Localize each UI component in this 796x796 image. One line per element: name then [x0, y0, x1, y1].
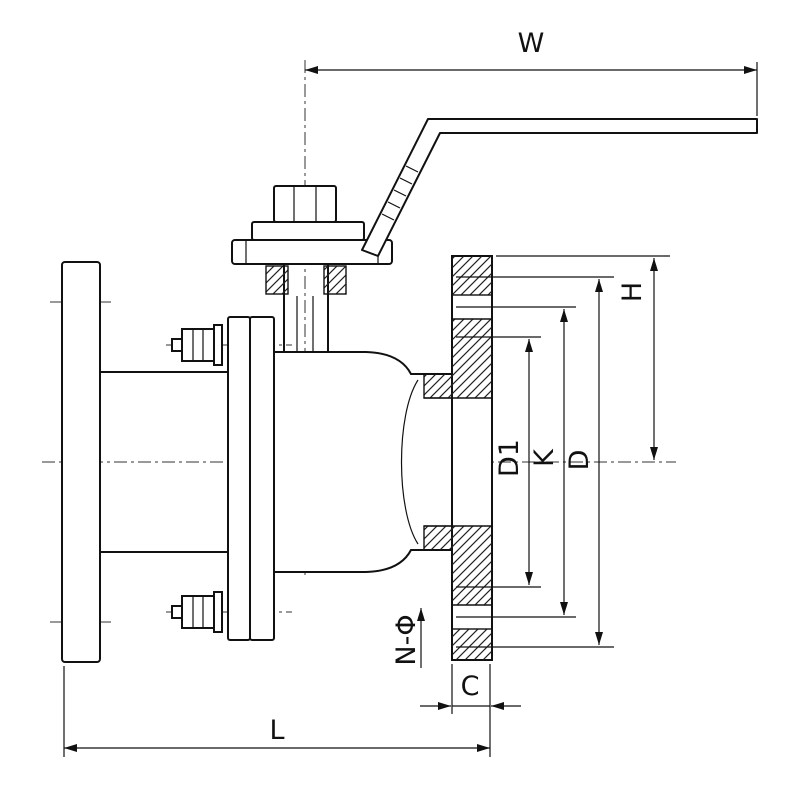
valve-body-drawing — [61, 118, 758, 663]
dimension-label-k: K — [529, 448, 560, 467]
stem-nut — [273, 185, 337, 223]
dimension-d1: D1 — [456, 336, 541, 588]
joint-bolt-top — [171, 324, 223, 366]
dimension-label-d1: D1 — [494, 439, 525, 477]
left-flange — [61, 261, 101, 663]
gland-plate — [251, 221, 365, 241]
dimension-n-phi: N-Φ — [391, 608, 425, 668]
dimension-label-c: C — [461, 671, 480, 702]
dimension-label-l: L — [269, 715, 284, 746]
lever-grip-knurl — [381, 165, 419, 221]
dimension-label-w: W — [518, 28, 545, 59]
dimension-label-n-phi: N-Φ — [391, 614, 422, 665]
right-flange-section — [423, 255, 493, 661]
dimension-l: L — [63, 664, 491, 757]
dimension-label-d: D — [564, 450, 595, 471]
dimension-d: D — [456, 276, 614, 648]
dimensions: W H D K D1 — [63, 28, 758, 757]
dimension-w: W — [305, 28, 758, 116]
dimension-k: K — [456, 306, 576, 618]
body-joint-flanges — [227, 316, 275, 641]
hand-lever — [361, 118, 758, 257]
stem-assembly — [231, 185, 393, 352]
dimension-h: H — [496, 255, 670, 460]
dimension-c: C — [420, 664, 521, 714]
packing-right — [323, 265, 347, 295]
packing-left — [265, 265, 289, 295]
dimension-label-h: H — [617, 282, 648, 302]
joint-bolt-bottom — [171, 591, 223, 633]
left-pipe — [100, 371, 228, 553]
